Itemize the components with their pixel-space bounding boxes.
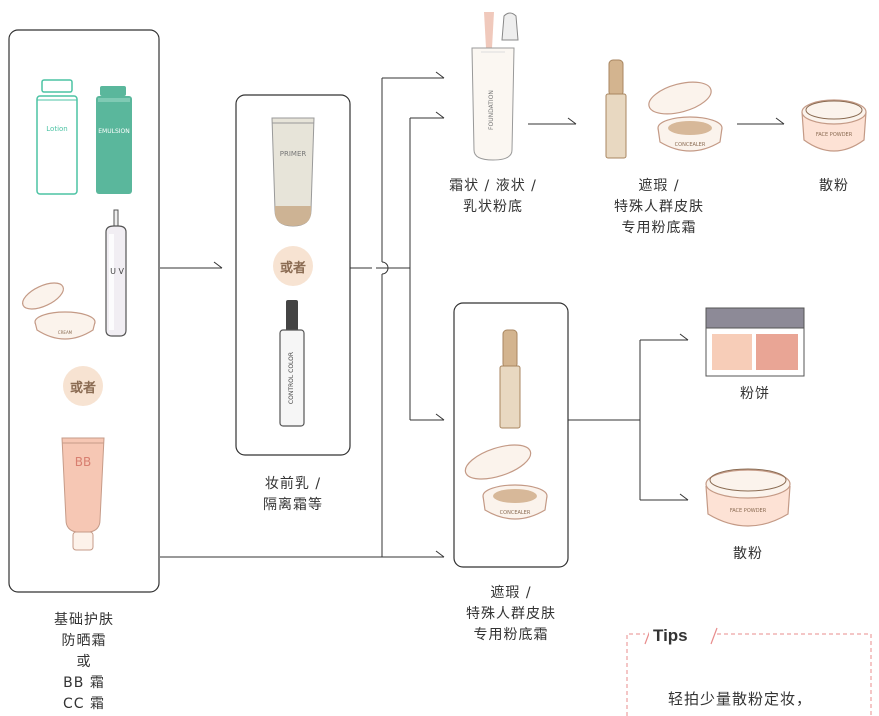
loose-powder-jar-icon-bottom: FACE POWDER xyxy=(705,468,791,527)
lotion-bottle-icon: Lotion xyxy=(36,79,78,195)
lotion-label: Lotion xyxy=(46,125,67,133)
caption-concealer-top: 遮瑕 / 特殊人群皮肤 专用粉底霜 xyxy=(599,176,719,239)
foundation-label: FOUNDATION xyxy=(488,90,495,130)
base-skincare-box xyxy=(8,29,160,593)
concealer-jar-icon-top: CONCEALER xyxy=(648,81,723,152)
tips-box-border xyxy=(626,633,872,716)
connector-lines xyxy=(160,71,785,558)
tips-text: 轻拍少量散粉定妆， xyxy=(668,690,813,708)
emulsion-bottle-icon: EMULSION xyxy=(96,86,132,194)
caption-line: 特殊人群皮肤 xyxy=(614,199,704,215)
caption-line: 粉饼 xyxy=(740,386,770,402)
concealer-jar-icon-bottom: CONCEALER xyxy=(464,444,548,520)
caption-line: 散粉 xyxy=(733,546,763,562)
uv-sunscreen-bottle-icon: U V xyxy=(105,209,127,337)
loose-powder-jar-icon-top: FACE POWDER xyxy=(801,99,867,152)
caption-base: 基础护肤 防晒霜 或 BB 霜 CC 霜 xyxy=(29,610,139,715)
caption-primer: 妆前乳 / 隔离霜等 xyxy=(238,474,348,516)
or-badge-base: 或者 xyxy=(63,366,103,406)
emulsion-label: EMULSION xyxy=(98,128,130,135)
bb-label: BB xyxy=(75,455,91,469)
caption-line: 隔离霜等 xyxy=(263,497,323,513)
caption-line: 或 xyxy=(76,654,92,670)
primer-tube-icon: PRIMER xyxy=(271,117,315,227)
caption-line: 专用粉底霜 xyxy=(473,627,549,643)
tips-title: Tips xyxy=(649,626,692,646)
foundation-tube-icon: FOUNDATION xyxy=(471,12,519,161)
face-powder-label-top: FACE POWDER xyxy=(816,132,853,138)
caption-line: 防晒霜 xyxy=(61,633,107,649)
caption-powder-top: 散粉 xyxy=(804,176,864,197)
control-color-bottle-icon: CONTROL COLOR xyxy=(279,300,305,427)
concealer-stick-icon-bottom xyxy=(499,329,521,429)
caption-line: 遮瑕 / xyxy=(638,178,680,194)
uv-label: U V xyxy=(110,267,124,276)
caption-line: 专用粉底霜 xyxy=(621,220,697,236)
caption-line: CC 霜 xyxy=(62,696,105,712)
caption-line: 妆前乳 / xyxy=(264,476,322,492)
concealer-label-top: CONCEALER xyxy=(675,142,706,148)
caption-concealer-bottom: 遮瑕 / 特殊人群皮肤 专用粉底霜 xyxy=(451,583,571,646)
pressed-powder-compact-icon xyxy=(705,307,805,377)
caption-line: 特殊人群皮肤 xyxy=(466,606,556,622)
or-badge-primer: 或者 xyxy=(273,246,313,286)
control-color-label: CONTROL COLOR xyxy=(288,352,295,404)
caption-line: 乳状粉底 xyxy=(463,199,523,215)
bb-cream-tube-icon: BB xyxy=(61,437,105,551)
primer-box xyxy=(235,94,351,456)
caption-line: 霜状 / 液状 / xyxy=(449,178,537,194)
caption-line: 散粉 xyxy=(819,178,849,194)
concealer-stick-icon-top xyxy=(605,59,627,159)
caption-line: BB 霜 xyxy=(63,675,105,691)
caption-powder-bottom: 散粉 xyxy=(718,544,778,565)
concealer-label-bottom: CONCEALER xyxy=(500,510,531,516)
face-powder-label-bottom: FACE POWDER xyxy=(730,508,767,514)
caption-pressed-powder: 粉饼 xyxy=(725,384,785,405)
concealer-box-bottom xyxy=(453,302,569,568)
caption-line: 遮瑕 / xyxy=(490,585,532,601)
cream-label: CREAM xyxy=(58,330,73,335)
cream-jar-icon: CREAM xyxy=(22,282,96,340)
caption-foundation: 霜状 / 液状 / 乳状粉底 xyxy=(433,176,553,218)
primer-label: PRIMER xyxy=(280,150,307,158)
caption-line: 基础护肤 xyxy=(54,612,114,628)
